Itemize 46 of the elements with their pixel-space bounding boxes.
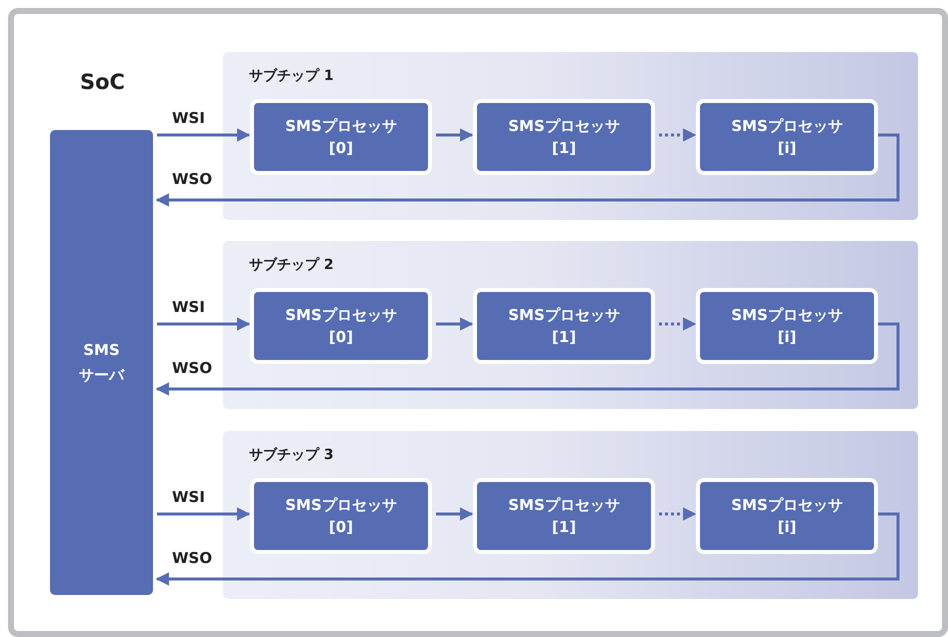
diagram-heading: SoC bbox=[80, 70, 125, 94]
dotted-arrow bbox=[659, 128, 696, 142]
processor-label: SMSプロセッサ [1] bbox=[507, 495, 621, 538]
soc-frame bbox=[8, 8, 948, 637]
arrow bbox=[156, 512, 900, 586]
server-label: SMS サーバ bbox=[78, 340, 124, 386]
edge-label: WSI bbox=[172, 109, 205, 127]
processor-label: SMSプロセッサ [0] bbox=[284, 116, 398, 159]
processor-label: SMSプロセッサ [1] bbox=[507, 116, 621, 159]
subchip-heading: サブチップ 2 bbox=[249, 256, 334, 274]
processor-label: SMSプロセッサ [0] bbox=[284, 305, 398, 348]
edge-label: WSI bbox=[172, 298, 205, 316]
processor-box bbox=[696, 478, 878, 554]
processor-box bbox=[250, 288, 432, 364]
arrow bbox=[157, 317, 250, 331]
processor-label: SMSプロセッサ [1] bbox=[507, 305, 621, 348]
arrow bbox=[156, 322, 900, 396]
processor-box bbox=[696, 99, 878, 175]
arrow bbox=[157, 128, 250, 142]
subchip-heading: サブチップ 3 bbox=[249, 446, 334, 464]
edge-label: WSO bbox=[172, 170, 212, 188]
processor-label: SMSプロセッサ [i] bbox=[730, 116, 844, 159]
processor-label: SMSプロセッサ [i] bbox=[730, 305, 844, 348]
dotted-arrow bbox=[659, 317, 696, 331]
arrow bbox=[436, 507, 474, 521]
processor-box bbox=[473, 99, 655, 175]
arrow bbox=[156, 134, 900, 207]
dotted-arrow bbox=[659, 507, 696, 521]
subchip-panel bbox=[223, 241, 918, 409]
subchip-panel bbox=[223, 52, 918, 220]
processor-box bbox=[250, 478, 432, 554]
edge-label: WSI bbox=[172, 488, 205, 506]
processor-label: SMSプロセッサ [i] bbox=[730, 495, 844, 538]
processor-box bbox=[473, 288, 655, 364]
edge-label: WSO bbox=[172, 359, 212, 377]
processor-label: SMSプロセッサ [0] bbox=[284, 495, 398, 538]
server-box bbox=[50, 130, 153, 595]
arrow bbox=[436, 317, 474, 331]
arrow bbox=[436, 128, 474, 142]
processor-box bbox=[473, 478, 655, 554]
edge-label: WSO bbox=[172, 549, 212, 567]
subchip-panel bbox=[223, 431, 918, 599]
processor-box bbox=[250, 99, 432, 175]
arrow bbox=[157, 507, 250, 521]
subchip-heading: サブチップ 1 bbox=[249, 67, 334, 85]
processor-box bbox=[696, 288, 878, 364]
